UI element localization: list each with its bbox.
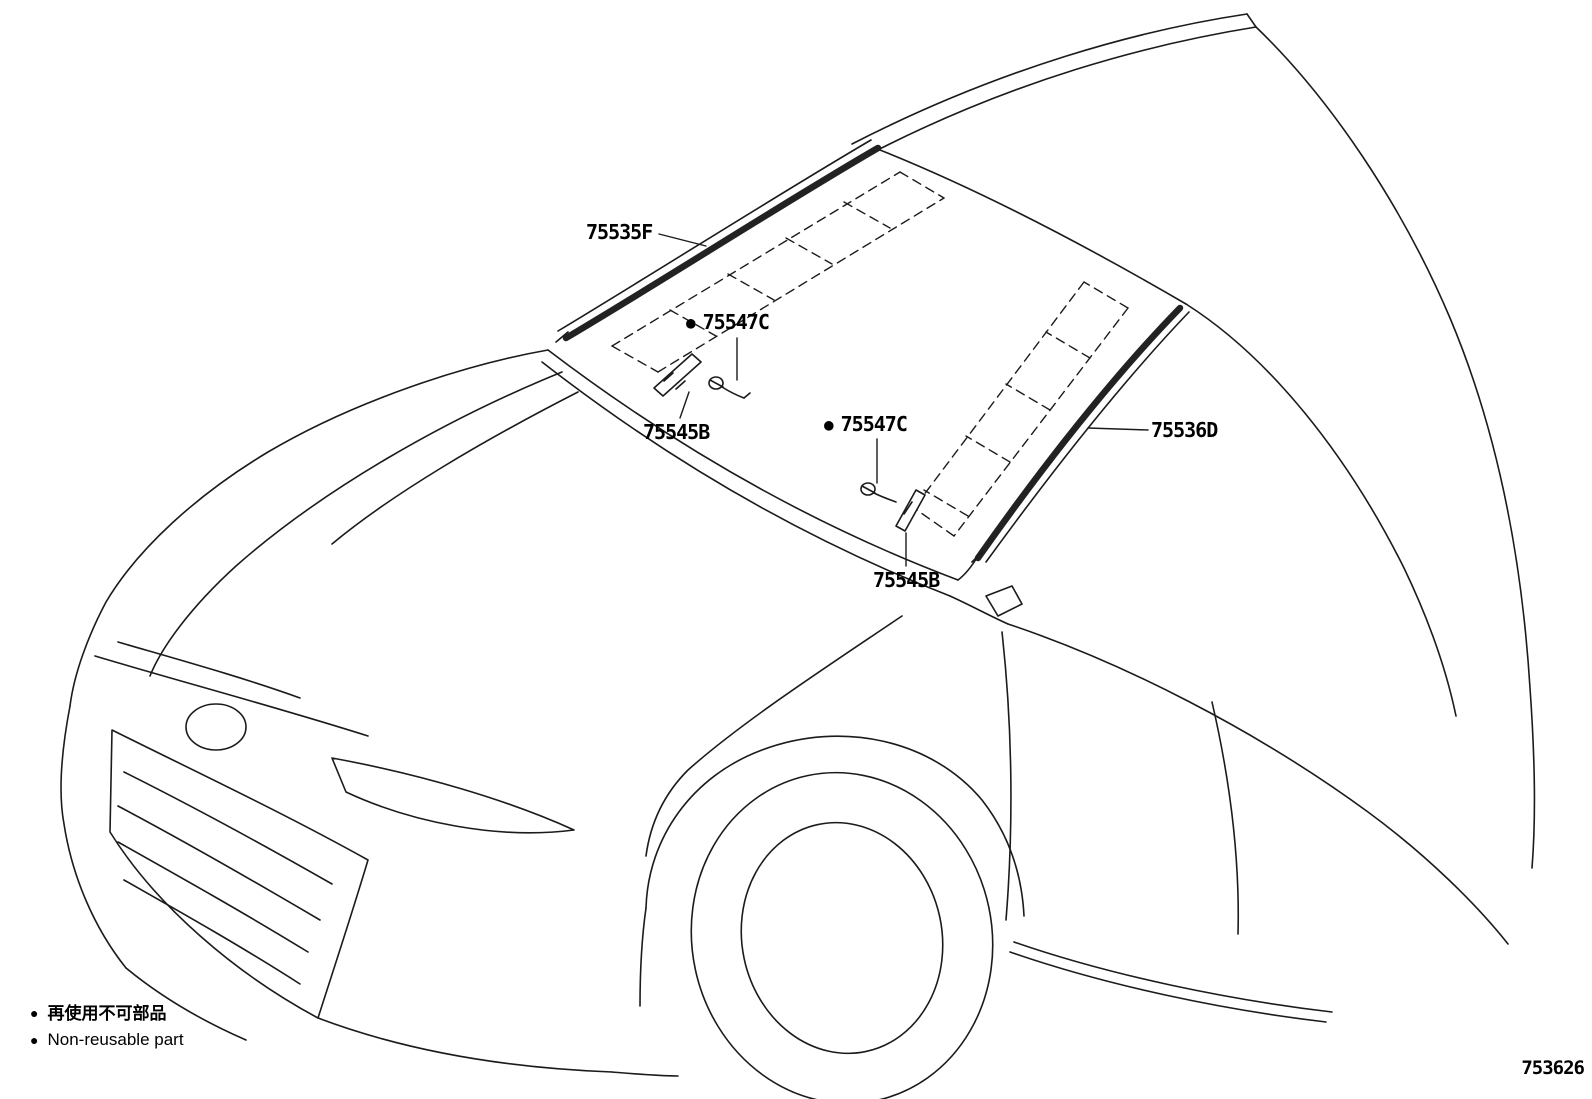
windshield-moulding-left-drawing bbox=[555, 139, 882, 343]
part-label-75547C-lower[interactable]: ● 75547C bbox=[824, 412, 908, 436]
legend-row-japanese: ● 再使用不可部品 bbox=[30, 1001, 184, 1027]
non-reusable-dot-icon: ● bbox=[686, 312, 696, 332]
front-fascia-drawing bbox=[109, 703, 679, 1077]
windshield-moulding-right-drawing bbox=[971, 304, 1190, 563]
legend-text-english: Non-reusable part bbox=[47, 1030, 184, 1050]
non-reusable-dot-icon: ● bbox=[30, 1031, 39, 1048]
non-reusable-dot-icon: ● bbox=[824, 414, 834, 434]
part-label-75545B-upper[interactable]: 75545B bbox=[643, 420, 710, 444]
hood-drawing bbox=[60, 349, 903, 969]
part-label-text: 75547C bbox=[702, 310, 770, 334]
part-label-text: 75545B bbox=[873, 568, 940, 592]
part-label-75545B-lower[interactable]: 75545B bbox=[873, 568, 940, 592]
legend-text-japanese: 再使用不可部品 bbox=[47, 1004, 167, 1023]
diagram-number: 753626 bbox=[1521, 1057, 1585, 1079]
non-reusable-dot-icon: ● bbox=[30, 1005, 39, 1022]
legend: ● 再使用不可部品 ● Non-reusable part bbox=[30, 1001, 184, 1054]
legend-row-english: ● Non-reusable part bbox=[30, 1027, 184, 1053]
body-side-drawing bbox=[985, 26, 1536, 1023]
part-label-text: 75547C bbox=[840, 412, 908, 436]
part-label-75536D[interactable]: 75536D bbox=[1151, 418, 1218, 442]
small-parts-drawing bbox=[653, 353, 926, 532]
roof-drawing bbox=[851, 13, 1257, 305]
part-label-text: 75545B bbox=[643, 420, 710, 444]
front-wheel-drawing bbox=[639, 735, 1025, 1099]
leader-lines bbox=[658, 233, 1149, 567]
part-label-text: 75535F bbox=[586, 220, 653, 244]
part-label-text: 75536D bbox=[1151, 418, 1218, 442]
part-label-75535F[interactable]: 75535F bbox=[586, 220, 653, 244]
hidden-moulding-ladders bbox=[611, 171, 1129, 537]
part-label-75547C-upper[interactable]: ● 75547C bbox=[686, 310, 770, 334]
